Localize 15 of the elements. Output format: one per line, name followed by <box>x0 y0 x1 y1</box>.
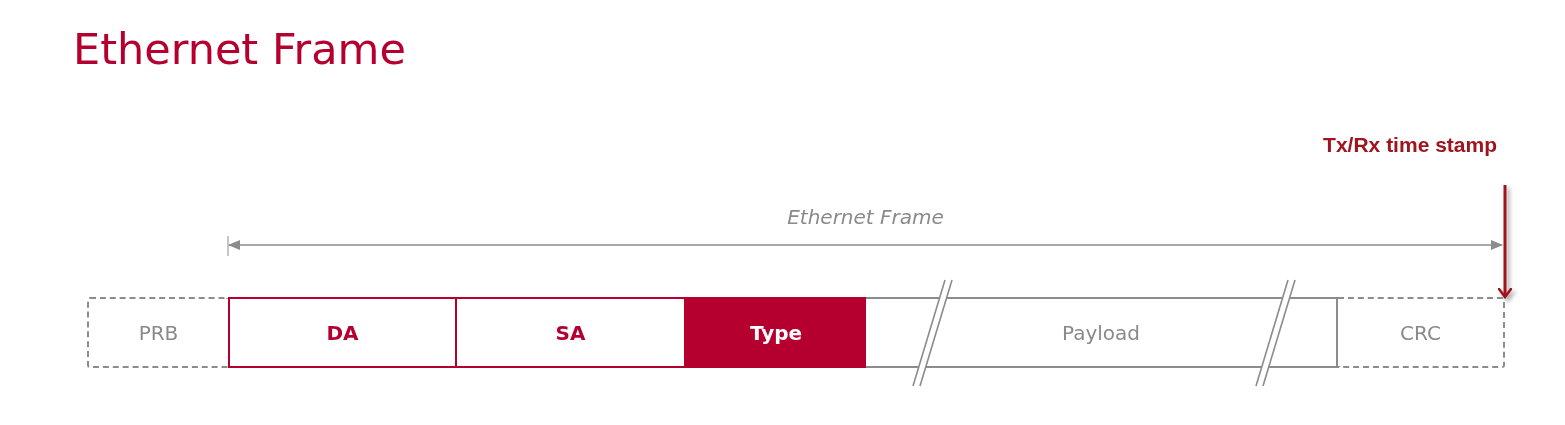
callout-text: Tx/Rx time stamp <box>1297 131 1497 159</box>
field-box <box>228 297 457 368</box>
field-label: SA <box>555 320 586 345</box>
field-box <box>686 297 866 368</box>
field-label: PRB <box>138 320 179 345</box>
field-box <box>866 297 1338 368</box>
field-label: Payload <box>1062 320 1140 345</box>
arrow <box>1497 185 1513 299</box>
field-box <box>1338 297 1505 368</box>
field-box <box>87 297 228 368</box>
field-label: DA <box>326 320 359 345</box>
field-label: CRC <box>1400 320 1441 345</box>
dimension-label: Ethernet Frame <box>787 205 944 229</box>
field-label: Type <box>749 320 803 345</box>
title: Ethernet Frame <box>73 24 406 74</box>
